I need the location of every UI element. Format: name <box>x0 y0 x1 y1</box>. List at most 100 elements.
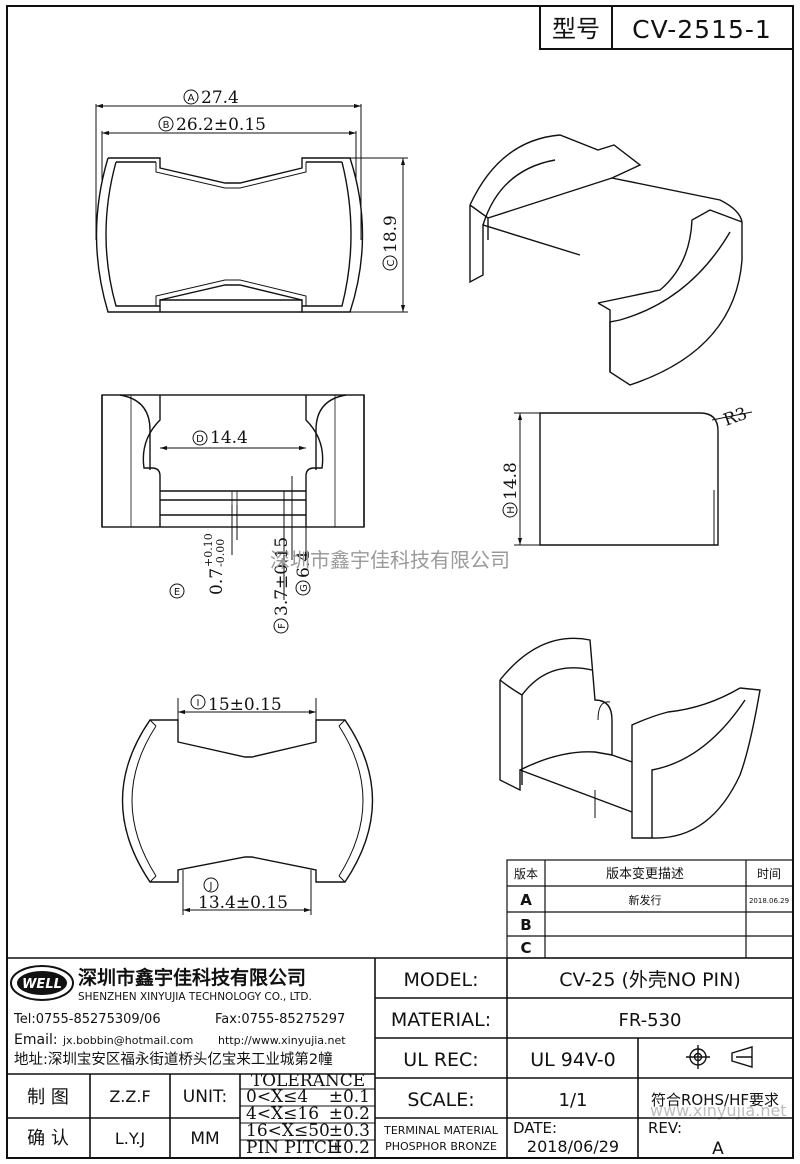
logo-text: WELL <box>22 977 62 992</box>
rev-row-c: C <box>520 939 531 957</box>
dim-E-tol-upper: +0.10 <box>202 533 215 567</box>
title-block <box>7 957 793 1158</box>
dim-A-value: 27.4 <box>201 88 239 108</box>
marker-A-circle <box>183 89 199 105</box>
marker-E-circle <box>169 583 185 599</box>
dim-J <box>182 870 312 915</box>
dim-I-value: 15±0.15 <box>208 695 282 715</box>
model-label: MODEL: <box>404 969 479 991</box>
revision-table <box>506 859 794 959</box>
terminal-label-2: PHOSPHOR BRONZE <box>385 1140 497 1153</box>
iso-view-bottom <box>499 637 761 839</box>
marker-F-circle <box>273 618 289 634</box>
unit-value: MM <box>190 1129 219 1149</box>
tol-value-1: ±0.1 <box>329 1087 370 1107</box>
company-fax: Fax:0755-85275297 <box>215 1012 345 1027</box>
dim-R-leader <box>711 411 753 421</box>
marker-C-circle <box>382 255 398 271</box>
rev-header-date: 时间 <box>757 867 781 881</box>
company-tel: Tel:0755-85275309/06 <box>13 1012 161 1027</box>
material-value: FR-530 <box>619 1010 682 1031</box>
header-model-box: 型号 CV-2515-1 <box>539 5 794 50</box>
rev-row-a-date: 2018.06.29 <box>749 897 789 905</box>
side-view <box>539 412 719 546</box>
scale-label: SCALE: <box>407 1089 474 1111</box>
tol-range-1: 0<X≤4 <box>246 1087 308 1107</box>
rev-header-desc: 版本变更描述 <box>606 866 684 882</box>
company-web: http://www.xinyujia.net <box>218 1034 346 1047</box>
tol-range-2: 4<X≤16 <box>246 1104 319 1124</box>
dim-G-value: 6.4 <box>294 551 314 578</box>
marker-H-circle <box>502 502 518 518</box>
ulrec-label: UL REC: <box>403 1049 478 1071</box>
iso-view-top <box>469 134 743 386</box>
rev-row-b: B <box>520 916 531 934</box>
dim-F-value: 3.7±0.15 <box>272 537 292 616</box>
dim-R-value: R3 <box>721 404 750 431</box>
company-name-cn: 深圳市鑫宇佳科技有限公司 <box>78 966 306 989</box>
marker-E: E <box>174 587 180 598</box>
watermark: 深圳市鑫宇佳科技有限公司 <box>270 548 510 572</box>
ulrec-value: UL 94V-0 <box>530 1049 616 1071</box>
marker-H: H <box>506 506 517 514</box>
date-value: 2018/06/29 <box>527 1137 619 1156</box>
header-model-value: CV-2515-1 <box>632 15 772 44</box>
front-view <box>101 394 365 528</box>
dim-J-value: 13.4±0.15 <box>198 893 288 913</box>
marker-A: A <box>188 93 195 104</box>
terminal-label-1: TERMINAL MATERIAL <box>383 1124 499 1137</box>
unit-label: UNIT: <box>183 1087 227 1107</box>
tol-value-3: ±0.3 <box>329 1121 370 1141</box>
model-value: CV-25 (外壳NO PIN) <box>559 969 741 991</box>
marker-D: D <box>196 434 204 445</box>
dim-B-value: 26.2±0.15 <box>176 115 266 135</box>
dim-EFG-leaders <box>231 476 307 600</box>
marker-G: G <box>299 584 310 592</box>
top-view <box>95 157 364 313</box>
marker-J-circle <box>203 877 219 893</box>
drawn-value: Z.Z.F <box>109 1087 150 1106</box>
rev-value: A <box>712 1139 724 1159</box>
company-name-en: SHENZHEN XINYUJIA TECHNOLOGY CO., LTD. <box>78 991 312 1003</box>
dim-B <box>101 130 357 180</box>
tolerance-title: TOLERANCE <box>251 1071 365 1091</box>
company-email: jx.bobbin@hotmail.com <box>62 1034 193 1047</box>
dim-E-tol-lower: -0.00 <box>214 539 227 567</box>
header-model-label: 型号 <box>552 15 600 43</box>
rev-row-a: A <box>520 891 532 909</box>
company-email-label: Email: <box>14 1032 58 1048</box>
checked-label: 确 认 <box>27 1128 69 1149</box>
compliance: 符合ROHS/HF要求 <box>651 1091 779 1109</box>
bottom-view <box>121 719 374 883</box>
rev-label: REV: <box>648 1119 682 1137</box>
company-logo: WELL <box>10 965 74 1001</box>
marker-D-circle <box>192 430 208 446</box>
marker-G-circle <box>295 580 311 596</box>
dim-C <box>350 157 408 313</box>
rev-row-a-desc: 新发行 <box>629 893 662 907</box>
watermark-url: www.xinyujia.net <box>650 1101 787 1120</box>
dim-A <box>95 103 362 240</box>
marker-B: B <box>163 120 170 131</box>
tol-value-2: ±0.2 <box>329 1104 370 1124</box>
marker-I: I <box>197 698 200 709</box>
dim-D-value: 14.4 <box>210 428 248 448</box>
marker-J: J <box>209 881 213 892</box>
checked-value: L.Y.J <box>115 1129 145 1148</box>
projection-icon <box>731 1046 753 1068</box>
date-label: DATE: <box>513 1119 557 1137</box>
dim-H <box>514 412 540 546</box>
rev-header-rev: 版本 <box>514 867 538 881</box>
material-label: MATERIAL: <box>391 1009 491 1031</box>
marker-I-circle <box>190 694 206 710</box>
marker-B-circle <box>158 116 174 132</box>
ul-symbols <box>686 1045 753 1069</box>
scale-value: 1/1 <box>559 1090 588 1111</box>
drawn-label: 制 图 <box>27 1087 69 1108</box>
sheet-border <box>6 5 794 1159</box>
dim-C-value: 18.9 <box>381 215 401 253</box>
tol-value-4: ±0.2 <box>329 1138 370 1158</box>
marker-C: C <box>386 259 397 266</box>
dim-H-value: 14.8 <box>501 462 521 500</box>
